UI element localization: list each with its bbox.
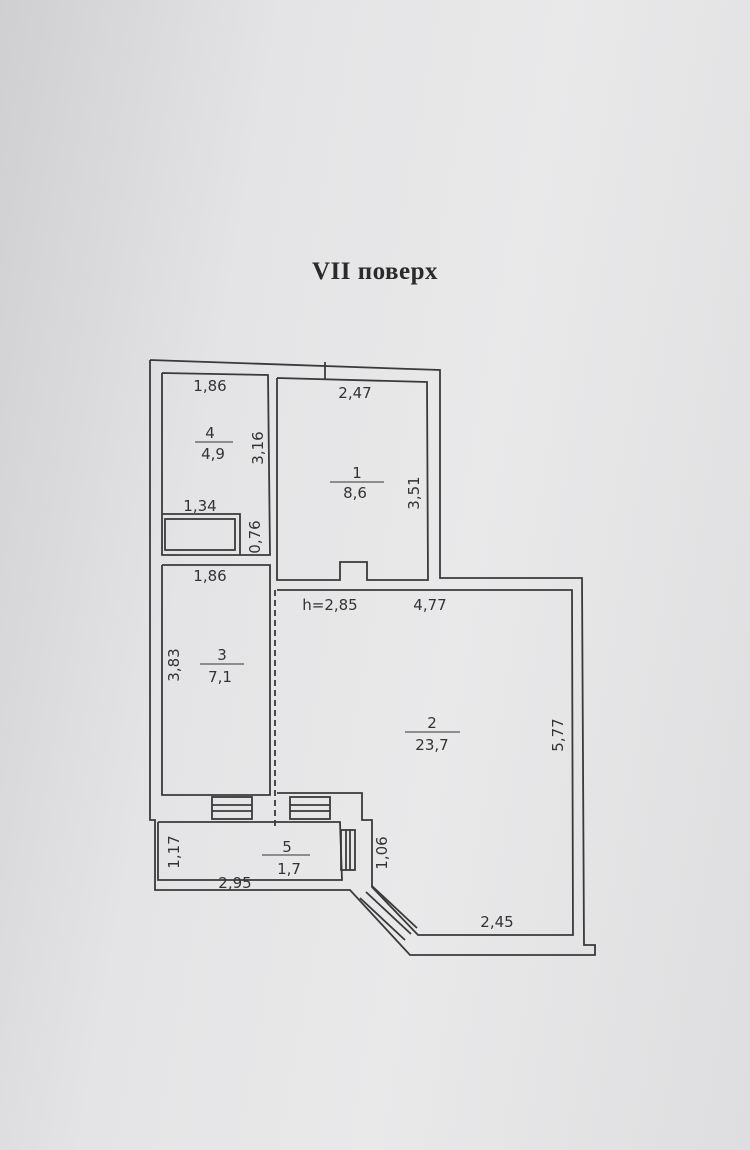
svg-text:1,06: 1,06 <box>373 836 391 869</box>
svg-text:23,7: 23,7 <box>415 736 448 754</box>
svg-text:1,86: 1,86 <box>193 377 226 395</box>
svg-text:h=2,85: h=2,85 <box>302 596 357 614</box>
windows <box>211 796 418 941</box>
svg-text:4: 4 <box>205 424 215 442</box>
svg-text:5,77: 5,77 <box>549 718 567 751</box>
svg-text:1: 1 <box>352 464 362 482</box>
svg-text:4,9: 4,9 <box>201 445 225 463</box>
room-4-outline <box>161 372 271 556</box>
niche-outline <box>162 513 241 555</box>
svg-text:1,7: 1,7 <box>277 860 301 878</box>
labels: 4 4,9 1 8,6 3 7,1 2 23,7 5 1,7 1,86 3,16… <box>165 377 567 931</box>
svg-text:1,86: 1,86 <box>193 567 226 585</box>
svg-text:4,77: 4,77 <box>413 596 446 614</box>
svg-text:1,34: 1,34 <box>183 497 216 515</box>
svg-text:3,51: 3,51 <box>405 476 423 509</box>
svg-text:2,45: 2,45 <box>480 913 513 931</box>
svg-text:2,47: 2,47 <box>338 384 371 402</box>
svg-text:3: 3 <box>217 646 227 664</box>
svg-text:3,83: 3,83 <box>165 648 183 681</box>
room-5-outline <box>157 821 343 881</box>
niche-box <box>164 518 236 551</box>
svg-text:2,95: 2,95 <box>218 874 251 892</box>
svg-text:2: 2 <box>427 714 437 732</box>
floor-title: VII поверх <box>311 258 439 285</box>
room-1-outline <box>276 377 429 581</box>
outer-wall <box>149 359 596 956</box>
room-2-outline <box>277 589 574 936</box>
svg-text:5: 5 <box>282 838 292 856</box>
svg-text:8,6: 8,6 <box>343 484 367 502</box>
room-3-outline <box>161 564 271 796</box>
svg-text:7,1: 7,1 <box>208 668 232 686</box>
svg-text:1,17: 1,17 <box>165 835 183 868</box>
svg-text:3,16: 3,16 <box>249 431 267 464</box>
svg-text:0,76: 0,76 <box>246 520 264 553</box>
